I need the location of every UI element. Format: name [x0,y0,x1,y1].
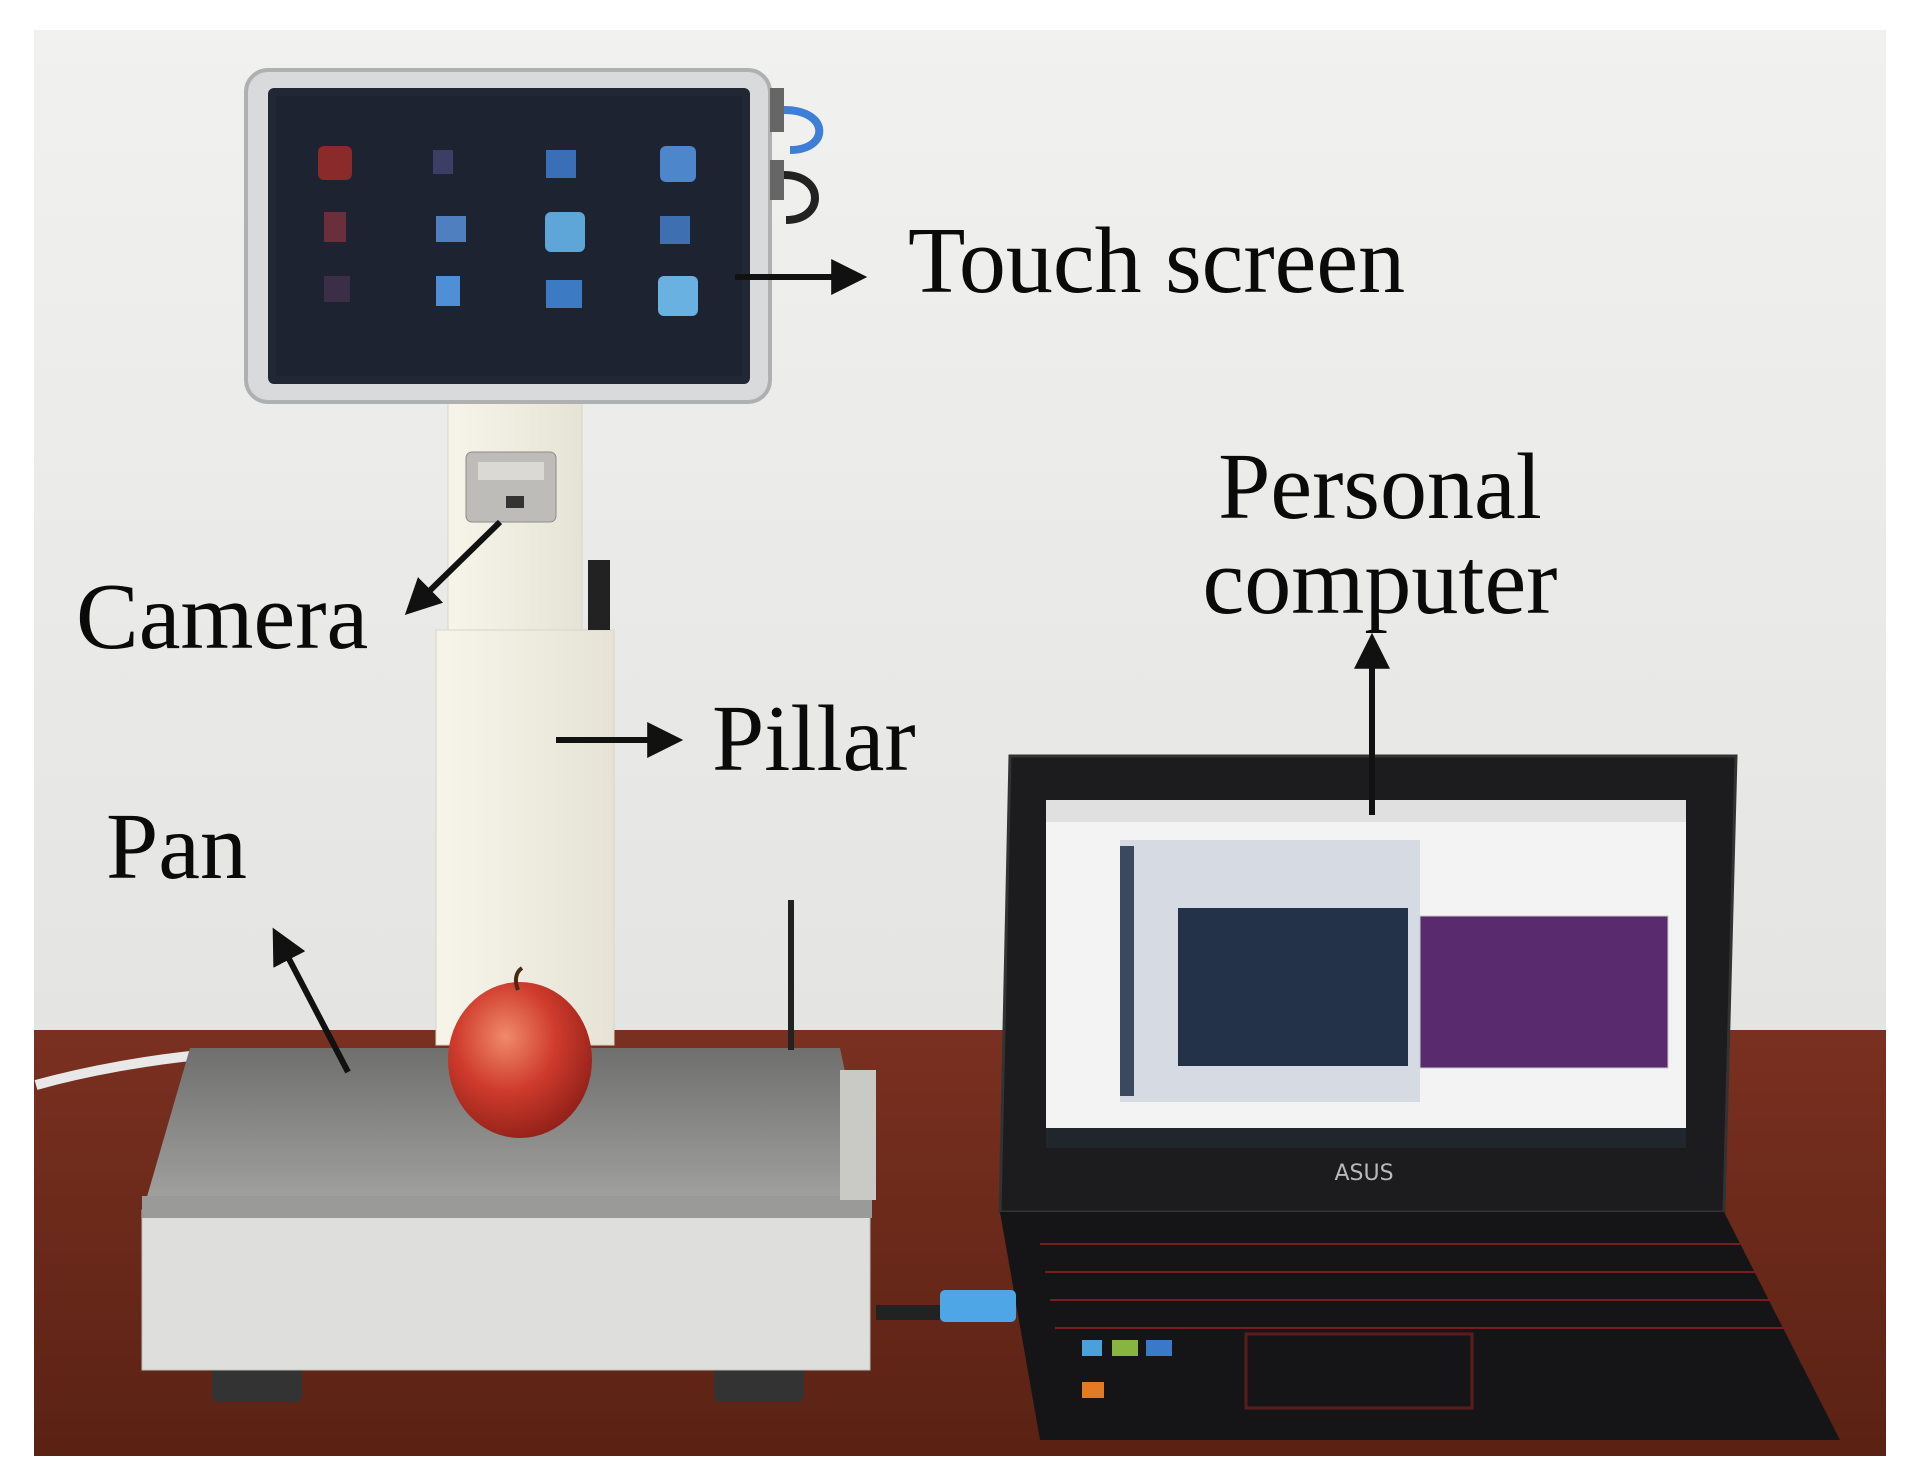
annotation-arrows [272,259,1390,1074]
camera [465,451,557,523]
label-touch-screen: Touch screen [908,209,1406,313]
touch-screen-device [244,68,824,404]
laptop: ASUS [876,754,1840,1440]
arrow-camera [404,519,503,616]
black-cable [783,171,819,224]
label-personal-computer-line1: Personal [1218,435,1542,539]
label-personal-computer: Personal computer [1195,440,1565,630]
laptop-brand-logo: ASUS [1334,1161,1393,1186]
label-personal-computer-line2: computer [1202,530,1558,634]
arrow-pan [272,927,351,1074]
laptop-touchpad [1244,1332,1474,1410]
laptop-terminal-window [1419,915,1669,1069]
label-pan: Pan [106,795,247,899]
label-pillar: Pillar [712,687,916,791]
usb-dongle [940,1290,1016,1322]
apple [448,966,592,1138]
laptop-keyboard-base [1000,1212,1840,1440]
antenna [788,900,794,1050]
power-cable [34,1050,201,1090]
blue-usb-cable [783,106,824,154]
touch-screen-app-icons [318,146,698,316]
laptop-keyboard [1040,1243,1785,1329]
label-camera: Camera [76,565,369,669]
